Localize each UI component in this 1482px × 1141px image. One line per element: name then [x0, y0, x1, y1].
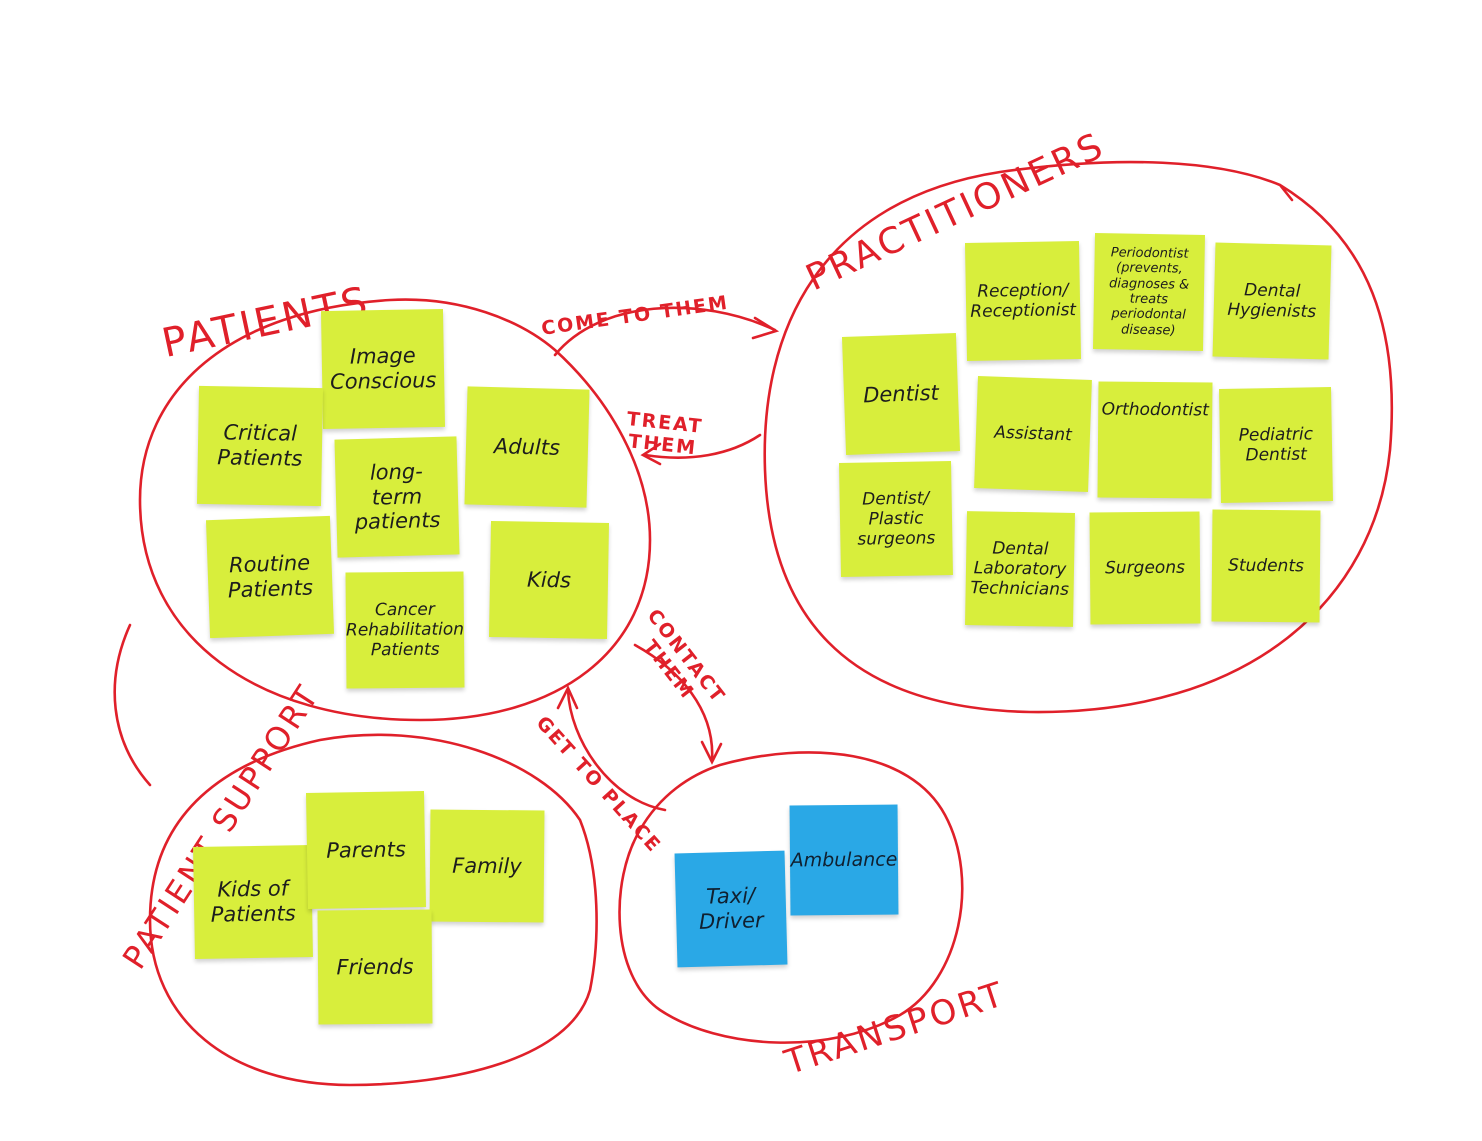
treat-them-label: TREAT THEM — [625, 408, 705, 460]
note-adults: Adults — [464, 386, 590, 508]
note-kids-of-patients: Kids of Patients — [193, 844, 313, 960]
note-dentist: Dentist — [841, 333, 961, 455]
note-critical-patients: Critical Patients — [196, 385, 324, 507]
arrow-come-to-them — [553, 306, 777, 357]
practitioners-circle — [763, 160, 1394, 714]
transport-circle — [618, 751, 964, 1044]
arrow-contact-them — [633, 643, 714, 762]
note-kids: Kids — [488, 520, 610, 640]
note-ambulance: Ambulance — [789, 804, 899, 916]
patients-circle — [138, 298, 652, 722]
patient-support-circle — [148, 733, 598, 1087]
arrow-get-to-place — [566, 688, 667, 812]
note-friends: Friends — [317, 909, 433, 1025]
arrow-treat-them — [643, 433, 762, 459]
note-long-term-patients: long- term patients — [334, 436, 460, 558]
note-taxi-driver: Taxi/ Driver — [674, 850, 788, 968]
note-reception: Reception/ Receptionist — [964, 241, 1082, 361]
note-routine-patients: Routine Patients — [205, 515, 335, 639]
note-cancer-rehabilitation: Cancer Rehabilitation Patients — [345, 571, 465, 689]
note-orthodontist: Orthodontist — [1097, 381, 1213, 499]
note-dental-laboratory-technicians: Dental Laboratory Technicians — [965, 511, 1075, 627]
note-periodontist: Periodontist (prevents, diagnoses & trea… — [1092, 233, 1206, 351]
note-dentist-plastic-surgeons: Dentist/ Plastic surgeons — [839, 461, 953, 577]
patient-support-arc — [113, 623, 152, 787]
note-surgeons: Surgeons — [1089, 511, 1201, 625]
note-family: Family — [429, 809, 545, 923]
note-pediatric-dentist: Pediatric Dentist — [1219, 387, 1333, 503]
note-image-conscious: Image Conscious — [320, 308, 446, 430]
note-students: Students — [1211, 509, 1321, 623]
note-parents: Parents — [305, 790, 427, 910]
note-assistant: Assistant — [974, 376, 1092, 492]
note-dental-hygienists: Dental Hygienists — [1212, 242, 1332, 360]
